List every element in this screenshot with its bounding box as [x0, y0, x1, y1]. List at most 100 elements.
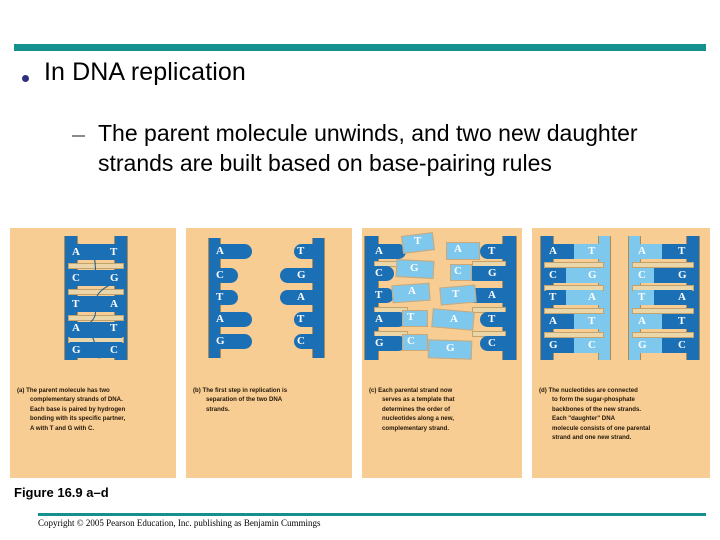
base-letter: C	[110, 344, 118, 356]
caption-line: A with T and G with C.	[30, 424, 95, 432]
caption-line: nucleotides along a new,	[382, 415, 454, 423]
base-block-new	[566, 268, 602, 283]
caption-line: (d) The nucleotides are connected	[539, 387, 638, 394]
panel-caption-a: (a) The parent molecule has two compleme…	[17, 386, 171, 433]
nucleotide-block	[214, 290, 238, 305]
dash-icon	[72, 135, 85, 137]
base-letter: G	[678, 269, 687, 281]
base-letter: C	[454, 265, 462, 277]
figure-panel-b: A C T A G T G A T C (b) The first step i…	[186, 228, 352, 478]
base-letter: G	[638, 339, 647, 351]
base-letter: G	[297, 269, 306, 281]
dna-diagram-a: A T C G T A A T G C	[10, 228, 176, 380]
caption-line: (b) The first step in replication is	[193, 387, 288, 394]
figure-panel-d: A T C G T A A T G C	[532, 228, 710, 478]
base-letter: T	[414, 235, 422, 247]
base-letter: G	[72, 344, 81, 356]
base-block-parental	[546, 268, 568, 283]
base-pair-block	[70, 244, 122, 260]
footer-divider	[38, 513, 706, 516]
nucleotide-block	[294, 244, 316, 259]
base-block-new	[574, 314, 602, 329]
caption-line: Each base is paired by hydrogen	[30, 405, 126, 413]
base-letter: A	[375, 245, 383, 257]
base-letter: G	[216, 335, 225, 347]
figure-panel-c: A C T A G T G A T C T	[362, 228, 522, 478]
header-divider	[14, 44, 706, 51]
rung	[544, 332, 604, 338]
base-letter: A	[297, 291, 305, 303]
nucleotide-block	[214, 268, 238, 283]
base-letter: T	[452, 288, 460, 300]
dna-diagram-d: A T C G T A A T G C	[532, 228, 710, 380]
base-letter: A	[408, 285, 416, 297]
template-base-block	[372, 288, 394, 303]
base-block-parental	[654, 268, 692, 283]
dna-diagram-b: A C T A G T G A T C	[186, 228, 352, 380]
base-letter: T	[216, 291, 224, 303]
base-block-new	[574, 338, 602, 353]
base-letter: A	[678, 291, 686, 303]
free-nucleotide	[402, 334, 428, 351]
base-letter: C	[488, 337, 496, 349]
base-letter: A	[588, 291, 596, 303]
caption-line: molecule consists of one parental	[552, 424, 651, 432]
caption-line: determines the order of	[382, 405, 451, 413]
bullet-dot-icon	[22, 75, 29, 82]
base-letter: A	[375, 313, 383, 325]
base-block-new	[634, 268, 656, 283]
base-block-parental	[546, 244, 576, 259]
base-letter: T	[110, 246, 118, 258]
base-letter: G	[410, 262, 419, 274]
template-base-block	[466, 266, 506, 281]
base-letter: C	[549, 269, 557, 281]
base-letter: T	[678, 315, 686, 327]
caption-line: complementary strands of DNA.	[30, 396, 123, 404]
bullet-text: In DNA replication	[44, 58, 246, 86]
base-block-parental	[662, 244, 692, 259]
panel-caption-c: (c) Each parental strand now serves as a…	[369, 386, 517, 433]
caption-line: separation of the two DNA	[206, 396, 283, 404]
nucleotide-block	[294, 334, 316, 349]
base-block-parental	[546, 290, 568, 305]
caption-line: complementary strand.	[382, 424, 450, 432]
base-letter: A	[638, 245, 646, 257]
panel-caption-d: (d) The nucleotides are connected to for…	[539, 386, 705, 443]
base-letter: A	[72, 246, 80, 258]
rung	[544, 308, 604, 314]
base-letter: A	[216, 245, 224, 257]
base-letter: T	[72, 298, 80, 310]
base-block-new	[634, 290, 656, 305]
rung	[632, 332, 694, 338]
caption-line: (a) The parent molecule has two	[17, 387, 110, 394]
rung	[544, 262, 604, 268]
nucleotide-block	[214, 244, 252, 259]
sub-bullet-text: The parent molecule unwinds, and two new…	[98, 120, 638, 177]
free-nucleotide	[402, 310, 428, 327]
base-block-new	[634, 314, 664, 329]
panel-caption-b: (b) The first step in replication is sep…	[193, 386, 347, 414]
base-block-parental	[654, 290, 692, 305]
template-base-block	[480, 312, 506, 327]
base-letter: C	[375, 267, 383, 279]
base-letter: T	[588, 245, 596, 257]
base-letter: T	[588, 315, 596, 327]
caption-line: bonding with its specific partner,	[30, 415, 126, 423]
dna-diagram-c: A C T A G T G A T C T	[362, 228, 522, 380]
nucleotide-block	[294, 312, 316, 327]
base-letter: T	[297, 313, 305, 325]
rung	[68, 263, 124, 269]
caption-line: Each "daughter" DNA	[552, 415, 615, 423]
template-base-block	[372, 266, 394, 281]
base-letter: T	[488, 245, 496, 257]
base-block-parental	[662, 314, 692, 329]
base-letter: A	[450, 313, 458, 325]
nucleotide-block	[280, 268, 316, 283]
base-block-parental	[546, 314, 576, 329]
base-letter: A	[488, 289, 496, 301]
base-letter: G	[446, 342, 455, 354]
base-pair-block	[70, 322, 122, 338]
caption-line: serves as a template that	[382, 396, 455, 404]
base-letter: C	[72, 272, 80, 284]
base-letter: T	[407, 311, 415, 323]
